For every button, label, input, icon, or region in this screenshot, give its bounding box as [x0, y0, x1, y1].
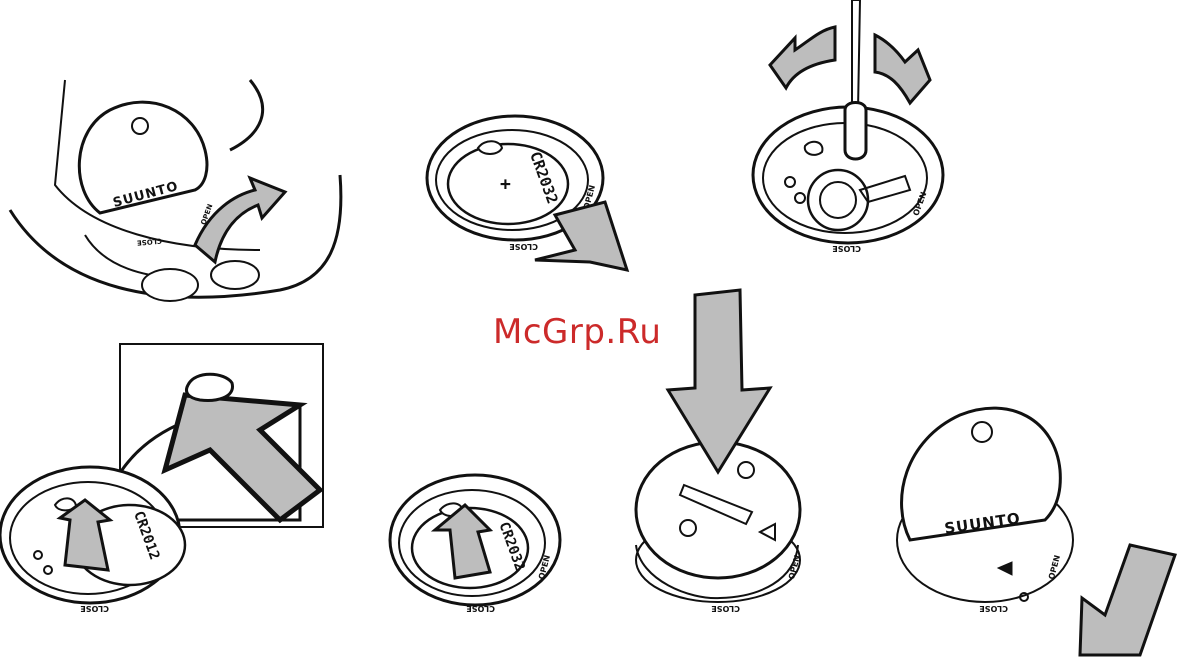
- press-down-arrow: [668, 290, 770, 472]
- step-remove-battery: CR2032 + CLOSE OPEN: [427, 116, 627, 270]
- close-label-5: CLOSE: [466, 604, 495, 613]
- step-insert-battery: CR2012 CLOSE: [0, 344, 323, 613]
- step-battery-seated: CR2032 CLOSE OPEN: [390, 475, 560, 613]
- watermark: McGrp.Ru: [493, 312, 661, 352]
- step-clean: CLOSE OPEN: [753, 0, 943, 253]
- battery-plus: +: [500, 174, 511, 195]
- close-label-6: CLOSE: [711, 604, 740, 613]
- step-close-cover: SUUNTO CLOSE OPEN: [897, 408, 1175, 655]
- step-open-cover: SUUNTO CLOSE OPEN: [10, 80, 341, 301]
- right-swirl-arrow: [875, 35, 930, 103]
- close-label-7: CLOSE: [979, 604, 1008, 613]
- close-label-3: CLOSE: [832, 244, 861, 253]
- close-label-4: CLOSE: [80, 604, 109, 613]
- close-label-1: CLOSE: [136, 237, 162, 247]
- rotate-close-arrow: [1080, 545, 1175, 655]
- left-swirl-arrow: [770, 27, 835, 88]
- close-label-2: CLOSE: [509, 242, 538, 251]
